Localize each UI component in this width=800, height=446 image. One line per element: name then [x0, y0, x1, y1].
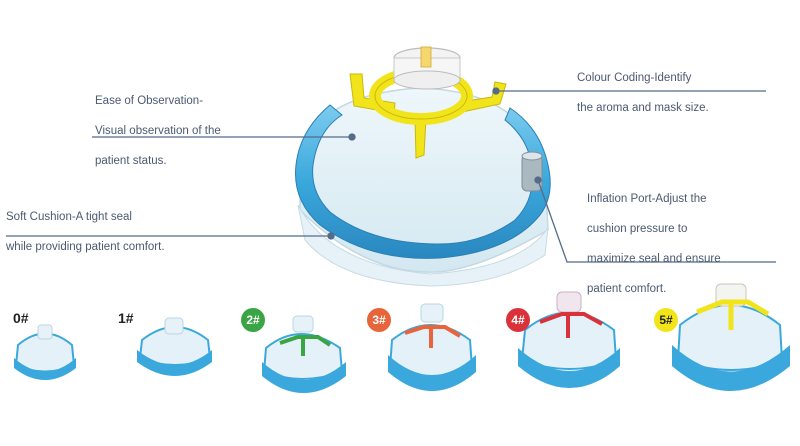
- callout-observation-line1: Ease of Observation-: [95, 95, 204, 107]
- size-badge-4: 4#: [506, 308, 530, 332]
- callout-observation-line2: Visual observation of the: [95, 125, 221, 137]
- callout-inflation-line4: patient comfort.: [587, 283, 667, 295]
- leader-inflation: [537, 179, 776, 263]
- cushion-ring: [295, 104, 551, 259]
- callout-inflation: Inflation Port-Adjust the cushion pressu…: [587, 177, 721, 312]
- callout-cushion-line2: while providing patient comfort.: [6, 241, 165, 253]
- size-mask-4: [518, 291, 620, 388]
- callout-observation-line3: patient status.: [95, 155, 167, 167]
- size-badge-5: 5#: [654, 308, 678, 332]
- callout-colour-line2: the aroma and mask size.: [577, 102, 709, 114]
- size-mask-5: [672, 283, 790, 391]
- size-mask-0: [14, 324, 76, 380]
- callout-inflation-line2: cushion pressure to: [587, 223, 688, 235]
- size-label-0: 0#: [13, 310, 29, 326]
- size-mask-2: [262, 315, 346, 393]
- size-badge-2: 2#: [241, 308, 265, 332]
- size-label-1: 1#: [118, 310, 134, 326]
- size-mask-3: [388, 303, 476, 391]
- callout-inflation-line3: maximize seal and ensure: [587, 253, 721, 265]
- mask-skirt: [297, 204, 549, 287]
- callout-cushion: Soft Cushion-A tight seal while providin…: [6, 195, 165, 270]
- callout-colour-line1: Colour Coding-Identify: [577, 72, 692, 84]
- callout-colour: Colour Coding-Identify the aroma and mas…: [577, 56, 709, 131]
- size-badge-3: 3#: [367, 308, 391, 332]
- callout-inflation-line1: Inflation Port-Adjust the: [587, 193, 707, 205]
- size-mask-1: [137, 317, 212, 376]
- callout-cushion-line1: Soft Cushion-A tight seal: [6, 211, 132, 223]
- callout-observation: Ease of Observation- Visual observation …: [95, 79, 221, 184]
